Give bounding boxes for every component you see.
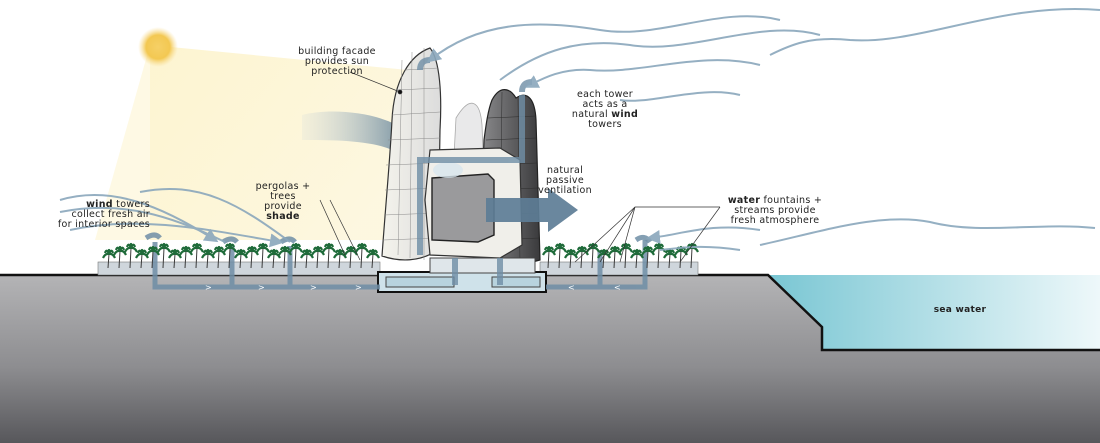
palm-tree-icon [322, 242, 336, 269]
palm-tree-icon [256, 242, 270, 269]
palm-tree-icon [245, 245, 259, 269]
flow-marker: > [355, 283, 362, 292]
palm-tree-icon [278, 245, 292, 269]
label-sea-water: sea water [933, 305, 987, 315]
palm-tree-icon [201, 248, 215, 269]
flow-marker: > [258, 283, 265, 292]
palm-trees [102, 242, 699, 269]
palm-tree-icon [157, 242, 171, 269]
palm-tree-icon [223, 242, 237, 269]
palm-tree-icon [553, 242, 567, 269]
ground-section [0, 275, 1100, 443]
airflow-swoosh [302, 111, 395, 150]
palm-tree-icon [311, 245, 325, 269]
palm-tree-icon [234, 248, 248, 269]
sun-icon [138, 27, 178, 67]
palm-tree-icon [575, 245, 589, 269]
palm-tree-icon [608, 245, 622, 269]
palm-tree-icon [355, 242, 369, 269]
flow-marker: > [310, 283, 317, 292]
palm-tree-icon [179, 245, 193, 269]
palm-tree-icon [619, 242, 633, 269]
palm-tree-icon [564, 248, 578, 269]
palm-tree-icon [190, 242, 204, 269]
label-pergolas: pergolas + trees provide shade [255, 181, 311, 222]
sunlight-beam [150, 45, 408, 240]
label-wind-towers: wind towers collect fresh air for interi… [57, 199, 150, 230]
palm-tree-icon [168, 248, 182, 269]
palm-tree-icon [333, 248, 347, 269]
flow-marker: < [614, 283, 621, 292]
palm-tree-icon [641, 245, 655, 269]
label-facade: building facade provides sun protection [298, 46, 376, 77]
label-ventilation: natural passive ventilation [538, 165, 592, 196]
palm-tree-icon [135, 248, 149, 269]
planter-strip-left [97, 261, 381, 276]
palm-tree-icon [102, 248, 116, 269]
palm-tree-icon [366, 248, 380, 269]
palm-tree-icon [344, 245, 358, 269]
planter-strip-right [539, 261, 699, 276]
ventilation-arrow [486, 188, 578, 232]
leader-lines [319, 71, 721, 263]
palm-tree-icon [267, 248, 281, 269]
wind-streamlines [59, 8, 1100, 251]
palm-tree-icon [630, 248, 644, 269]
flow-marker: < [568, 283, 575, 292]
palm-tree-icon [652, 242, 666, 269]
palm-tree-icon [542, 245, 556, 269]
label-tower-wind: each tower acts as a natural wind towers [571, 89, 639, 130]
palm-tree-icon [124, 242, 138, 269]
label-water: water fountains + streams provide fresh … [727, 195, 823, 226]
inner-courtyard [431, 173, 495, 243]
palm-tree-icon [212, 245, 226, 269]
palm-tree-icon [289, 242, 303, 269]
palm-tree-icon [663, 248, 677, 269]
palm-tree-icon [300, 248, 314, 269]
palm-tree-icon [113, 245, 127, 269]
sea-water-area [768, 275, 1100, 350]
palm-tree-icon [146, 245, 160, 269]
flow-marker: > [205, 283, 212, 292]
